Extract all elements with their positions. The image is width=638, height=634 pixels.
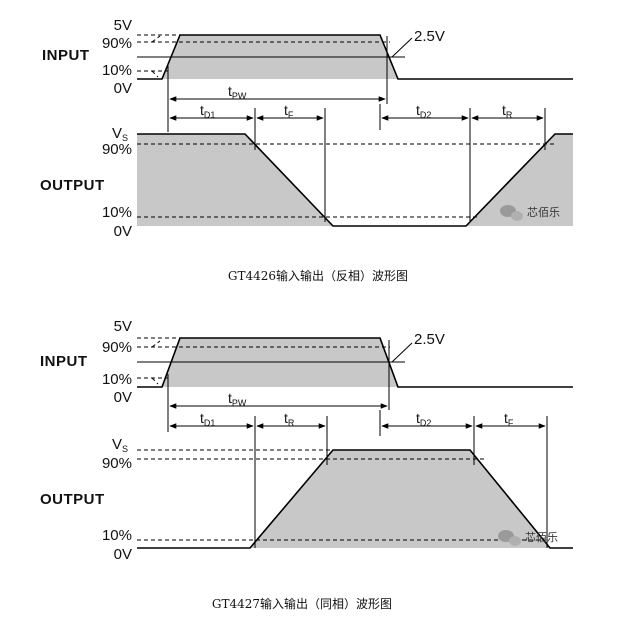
input-90-tick-2: [151, 340, 161, 348]
watermark-2: 芯佰乐: [498, 530, 558, 546]
label-tf: tF: [284, 102, 294, 120]
output-fill-right: [466, 134, 573, 226]
input-waveform-2: [137, 337, 573, 388]
input-10-tick-2: [151, 377, 159, 385]
watermark-1: 芯佰乐: [500, 205, 560, 221]
label-vs-2: VS: [112, 436, 128, 454]
output-waveform-2: [137, 449, 573, 549]
label-input-0v-2: 0V: [114, 389, 132, 406]
label-input-10: 10%: [102, 62, 132, 79]
output-waveform: [137, 133, 573, 227]
caption-gt4426: GT4426输入输出（反相）波形图: [228, 268, 408, 283]
label-input-90: 90%: [102, 35, 132, 52]
label-input-10-2: 10%: [102, 371, 132, 388]
label-output-90-2: 90%: [102, 455, 132, 472]
label-output: OUTPUT: [40, 177, 105, 194]
watermark-text: 芯佰乐: [527, 205, 560, 219]
diagram-noninverting: 5V 90% INPUT 10% 0V 2.5V VS 90% OUTPUT 1…: [40, 318, 573, 611]
label-tf-2: tF: [504, 410, 514, 428]
label-vs: VS: [112, 125, 128, 143]
input-90-tick: [151, 35, 161, 43]
label-output-10: 10%: [102, 204, 132, 221]
label-output-0v: 0V: [114, 223, 132, 240]
label-input-90-2: 90%: [102, 339, 132, 356]
watermark-text-2: 芯佰乐: [525, 530, 558, 544]
label-input-2: INPUT: [40, 353, 88, 370]
label-td1: tD1: [200, 102, 215, 120]
label-tr-2: tR: [284, 410, 295, 428]
callout-2v5-2: [391, 342, 413, 363]
label-tpw-2: tPW: [228, 390, 247, 408]
label-5v: 5V: [114, 17, 132, 34]
label-output-2: OUTPUT: [40, 491, 105, 508]
label-2v5: 2.5V: [414, 28, 445, 45]
label-td2: tD2: [416, 102, 431, 120]
input-10-tick: [151, 70, 159, 78]
label-tr: tR: [502, 102, 513, 120]
label-td2-2: tD2: [416, 410, 431, 428]
label-output-90: 90%: [102, 141, 132, 158]
label-5v-2: 5V: [114, 318, 132, 335]
label-tpw: tPW: [228, 83, 247, 101]
label-output-0v-2: 0V: [114, 546, 132, 563]
input-waveform: [137, 34, 573, 80]
label-td1-2: tD1: [200, 410, 215, 428]
label-2v5-2: 2.5V: [414, 331, 445, 348]
label-input-0v: 0V: [114, 80, 132, 97]
output-fill-2: [250, 450, 550, 548]
output-fill-left: [137, 134, 333, 226]
caption-gt4427: GT4427输入输出（同相）波形图: [212, 596, 392, 611]
label-output-10-2: 10%: [102, 527, 132, 544]
label-input: INPUT: [42, 47, 90, 64]
callout-2v5: [391, 37, 413, 58]
diagram-inverting: 5V 90% INPUT 10% 0V 2.5V VS 90% OUTPUT 1…: [40, 17, 573, 283]
